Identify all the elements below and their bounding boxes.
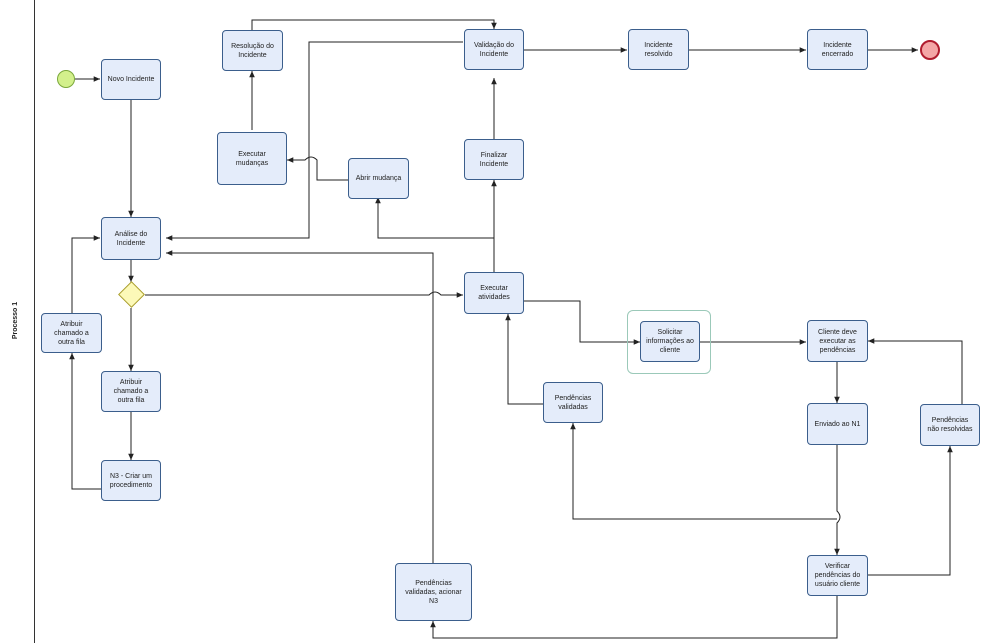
task-enviado-n1[interactable]: Enviado ao N1	[807, 403, 868, 445]
task-solicitar-informacoes[interactable]: Solicitar informações ao cliente	[640, 321, 700, 362]
flow-verificar-to-pendencias-validadas	[570, 423, 837, 520]
task-abrir-mudanca[interactable]: Abrir mudança	[348, 158, 409, 199]
task-label: Abrir mudança	[355, 175, 402, 182]
task-label: Finalizar Incidente	[479, 151, 509, 168]
task-pendencias-validadas-n3[interactable]: Pendências validadas, acionar N3	[395, 563, 472, 621]
task-label: Pendências validadas	[554, 394, 592, 411]
flow-resolucao-to-validacao	[251, 19, 497, 30]
task-incidente-resolvido[interactable]: Incidente resolvido	[628, 29, 689, 70]
task-resolucao-incidente[interactable]: Resolução do Incidente	[222, 30, 283, 71]
task-label: Atribuir chamado a outra fila	[113, 379, 149, 404]
task-label: Cliente deve executar as pendências	[818, 328, 857, 354]
start-event[interactable]	[57, 70, 75, 88]
task-verificar-pendencias[interactable]: Verificar pendências do usuário cliente	[807, 555, 868, 596]
flow-gateway-to-executar	[145, 291, 463, 298]
task-pendencias-nao-resolvidas[interactable]: Pendências não resolvidas	[920, 404, 980, 446]
task-label: Resolução do Incidente	[231, 42, 274, 59]
task-label: N3 - Criar um procedimento	[109, 472, 153, 489]
task-label: Executar mudanças	[235, 150, 269, 167]
flow-nao-resolvidas-to-cliente	[868, 338, 963, 404]
task-pendencias-validadas[interactable]: Pendências validadas	[543, 382, 603, 423]
flow-verificar-to-pendencias-n3	[430, 596, 838, 639]
task-cliente-executar-pendencias[interactable]: Cliente deve executar as pendências	[807, 320, 868, 362]
task-n3-criar-procedimento[interactable]: N3 - Criar um procedimento	[101, 460, 161, 501]
task-executar-mudancas[interactable]: Executar mudanças	[217, 132, 287, 185]
flow-executar-to-abrir	[375, 197, 494, 239]
flow-validacao-to-analise	[166, 41, 463, 241]
task-label: Pendências validadas, acionar N3	[405, 579, 462, 605]
task-finalizar-incidente[interactable]: Finalizar Incidente	[464, 139, 524, 180]
task-atribuir-outra-fila[interactable]: Atribuir chamado a outra fila	[101, 371, 161, 412]
pool-lane-header	[0, 0, 35, 643]
task-atribuir-outra-fila-left[interactable]: Atribuir chamado a outra fila	[41, 313, 102, 353]
task-label: Enviado ao N1	[814, 420, 861, 428]
task-label: Atribuir chamado a outra fila	[54, 320, 89, 346]
flow-executar-to-solicitar	[524, 300, 640, 345]
task-incidente-encerrado[interactable]: Incidente encerrado	[807, 29, 868, 70]
task-label: Verificar pendências do usuário cliente	[814, 563, 861, 588]
task-label: Novo Incidente	[107, 76, 155, 83]
task-label: Executar atividades	[478, 285, 510, 301]
task-novo-incidente[interactable]: Novo Incidente	[101, 59, 161, 100]
group-solicitar	[627, 310, 711, 374]
flow-abrir-to-executar-mudancas	[287, 156, 348, 181]
task-label: Incidente encerrado	[821, 41, 854, 58]
flow-atribuir-left-to-analise	[71, 235, 100, 313]
task-label: Validação do Incidente	[474, 41, 514, 58]
flow-n3-to-atribuir-left	[69, 353, 101, 490]
flow-pendencias-validadas-to-executar	[505, 314, 543, 405]
flow-pendencias-n3-to-analise	[166, 250, 434, 563]
task-analise-incidente[interactable]: Análise do Incidente	[101, 217, 161, 260]
flow-verificar-to-nao-resolvidas	[868, 446, 953, 576]
task-label: Pendências não resolvidas	[927, 417, 973, 433]
end-event[interactable]	[920, 40, 940, 60]
task-label: Incidente resolvido	[644, 41, 673, 58]
task-validacao-incidente[interactable]: Validação do Incidente	[464, 29, 524, 70]
task-label: Solicitar informações ao cliente	[646, 329, 694, 354]
flow-enviado-to-verificar	[834, 445, 841, 555]
task-executar-atividades[interactable]: Executar atividades	[464, 272, 524, 314]
task-label: Análise do Incidente	[114, 230, 148, 247]
